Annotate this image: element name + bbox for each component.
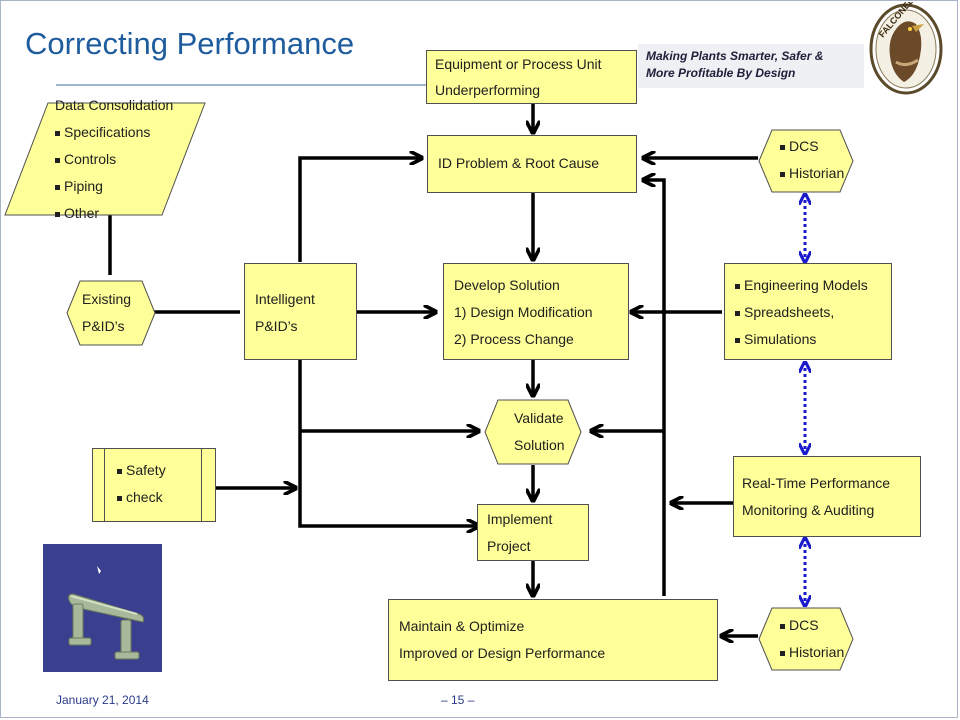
tagline-banner: Making Plants Smarter, Safer & More Prof… <box>638 44 864 88</box>
data-consolidation-text: Data Consolidation Specifications Contro… <box>55 92 173 227</box>
engineering-item-simulations: Simulations <box>744 331 817 347</box>
footer-page-number: – 15 – <box>441 693 475 707</box>
data-item-specifications: Specifications <box>64 124 151 140</box>
existing-pids-line-2: P&ID’s <box>82 318 125 334</box>
validate-line-2: Solution <box>514 437 565 453</box>
tagline-line-1: Making Plants Smarter, Safer & <box>646 49 824 63</box>
equipment-underperforming-box: Equipment or Process Unit Underperformin… <box>426 50 637 104</box>
develop-solution-option-1: 1) Design Modification <box>454 304 593 320</box>
existing-pids-shape <box>66 280 156 346</box>
equipment-line-1: Equipment or Process Unit <box>435 56 602 72</box>
dcs-top-text: DCS Historian <box>780 133 844 187</box>
pipe-model-image <box>68 566 144 660</box>
equipment-line-2: Underperforming <box>435 82 541 98</box>
develop-solution-box: Develop Solution 1) Design Modification … <box>443 263 629 360</box>
existing-pids-line-1: Existing <box>82 291 132 307</box>
engineering-models-box: Engineering Models Spreadsheets, Simulat… <box>724 263 892 360</box>
validate-solution-shape <box>484 399 582 465</box>
title-underline <box>56 84 436 86</box>
implement-line-2: Project <box>487 538 531 554</box>
realtime-line-2: Monitoring & Auditing <box>742 502 875 518</box>
existing-pids-text: Existing P&ID’s <box>82 286 131 340</box>
validate-line-1: Validate <box>514 410 564 426</box>
engineering-item-spreadsheets: Spreadsheets, <box>744 304 835 320</box>
falconeer-logo: FALCONEER <box>869 2 943 95</box>
dcs-bottom-text: DCS Historian <box>780 612 844 666</box>
intelligent-pids-box: Intelligent P&ID’s <box>244 263 357 360</box>
id-problem-label: ID Problem & Root Cause <box>438 155 600 171</box>
develop-solution-title: Develop Solution <box>454 277 560 293</box>
implement-project-box: Implement Project <box>477 504 589 561</box>
maintain-line-1: Maintain & Optimize <box>399 618 525 634</box>
implement-line-1: Implement <box>487 511 553 527</box>
page-title: Correcting Performance <box>25 26 355 61</box>
id-problem-box: ID Problem & Root Cause <box>427 135 637 193</box>
validate-solution-text: Validate Solution <box>514 405 565 459</box>
data-item-other: Other <box>64 205 100 221</box>
safety-item-safety: Safety <box>126 462 166 478</box>
realtime-monitoring-box: Real-Time Performance Monitoring & Audit… <box>733 456 921 537</box>
maintain-optimize-box: Maintain & Optimize Improved or Design P… <box>388 599 718 681</box>
footer-date: January 21, 2014 <box>56 693 149 707</box>
maintain-line-2: Improved or Design Performance <box>399 645 606 661</box>
dcs-top-item-dcs: DCS <box>789 138 819 154</box>
intelligent-pids-line-2: P&ID’s <box>255 318 298 334</box>
dcs-bottom-item-historian: Historian <box>789 644 845 660</box>
realtime-line-1: Real-Time Performance <box>742 475 891 491</box>
dcs-bottom-item-dcs: DCS <box>789 617 819 633</box>
safety-item-check: check <box>126 489 163 505</box>
safety-check-box: Safety check <box>92 448 216 522</box>
pipe-model-thumbnail <box>43 544 162 672</box>
develop-solution-option-2: 2) Process Change <box>454 331 574 347</box>
data-item-controls: Controls <box>64 151 117 167</box>
data-item-piping: Piping <box>64 178 103 194</box>
tagline-line-2: More Profitable By Design <box>646 66 796 80</box>
dcs-top-item-historian: Historian <box>789 165 845 181</box>
intelligent-pids-line-1: Intelligent <box>255 291 315 307</box>
data-consolidation-heading: Data Consolidation <box>55 97 174 113</box>
engineering-item-models: Engineering Models <box>744 277 868 293</box>
